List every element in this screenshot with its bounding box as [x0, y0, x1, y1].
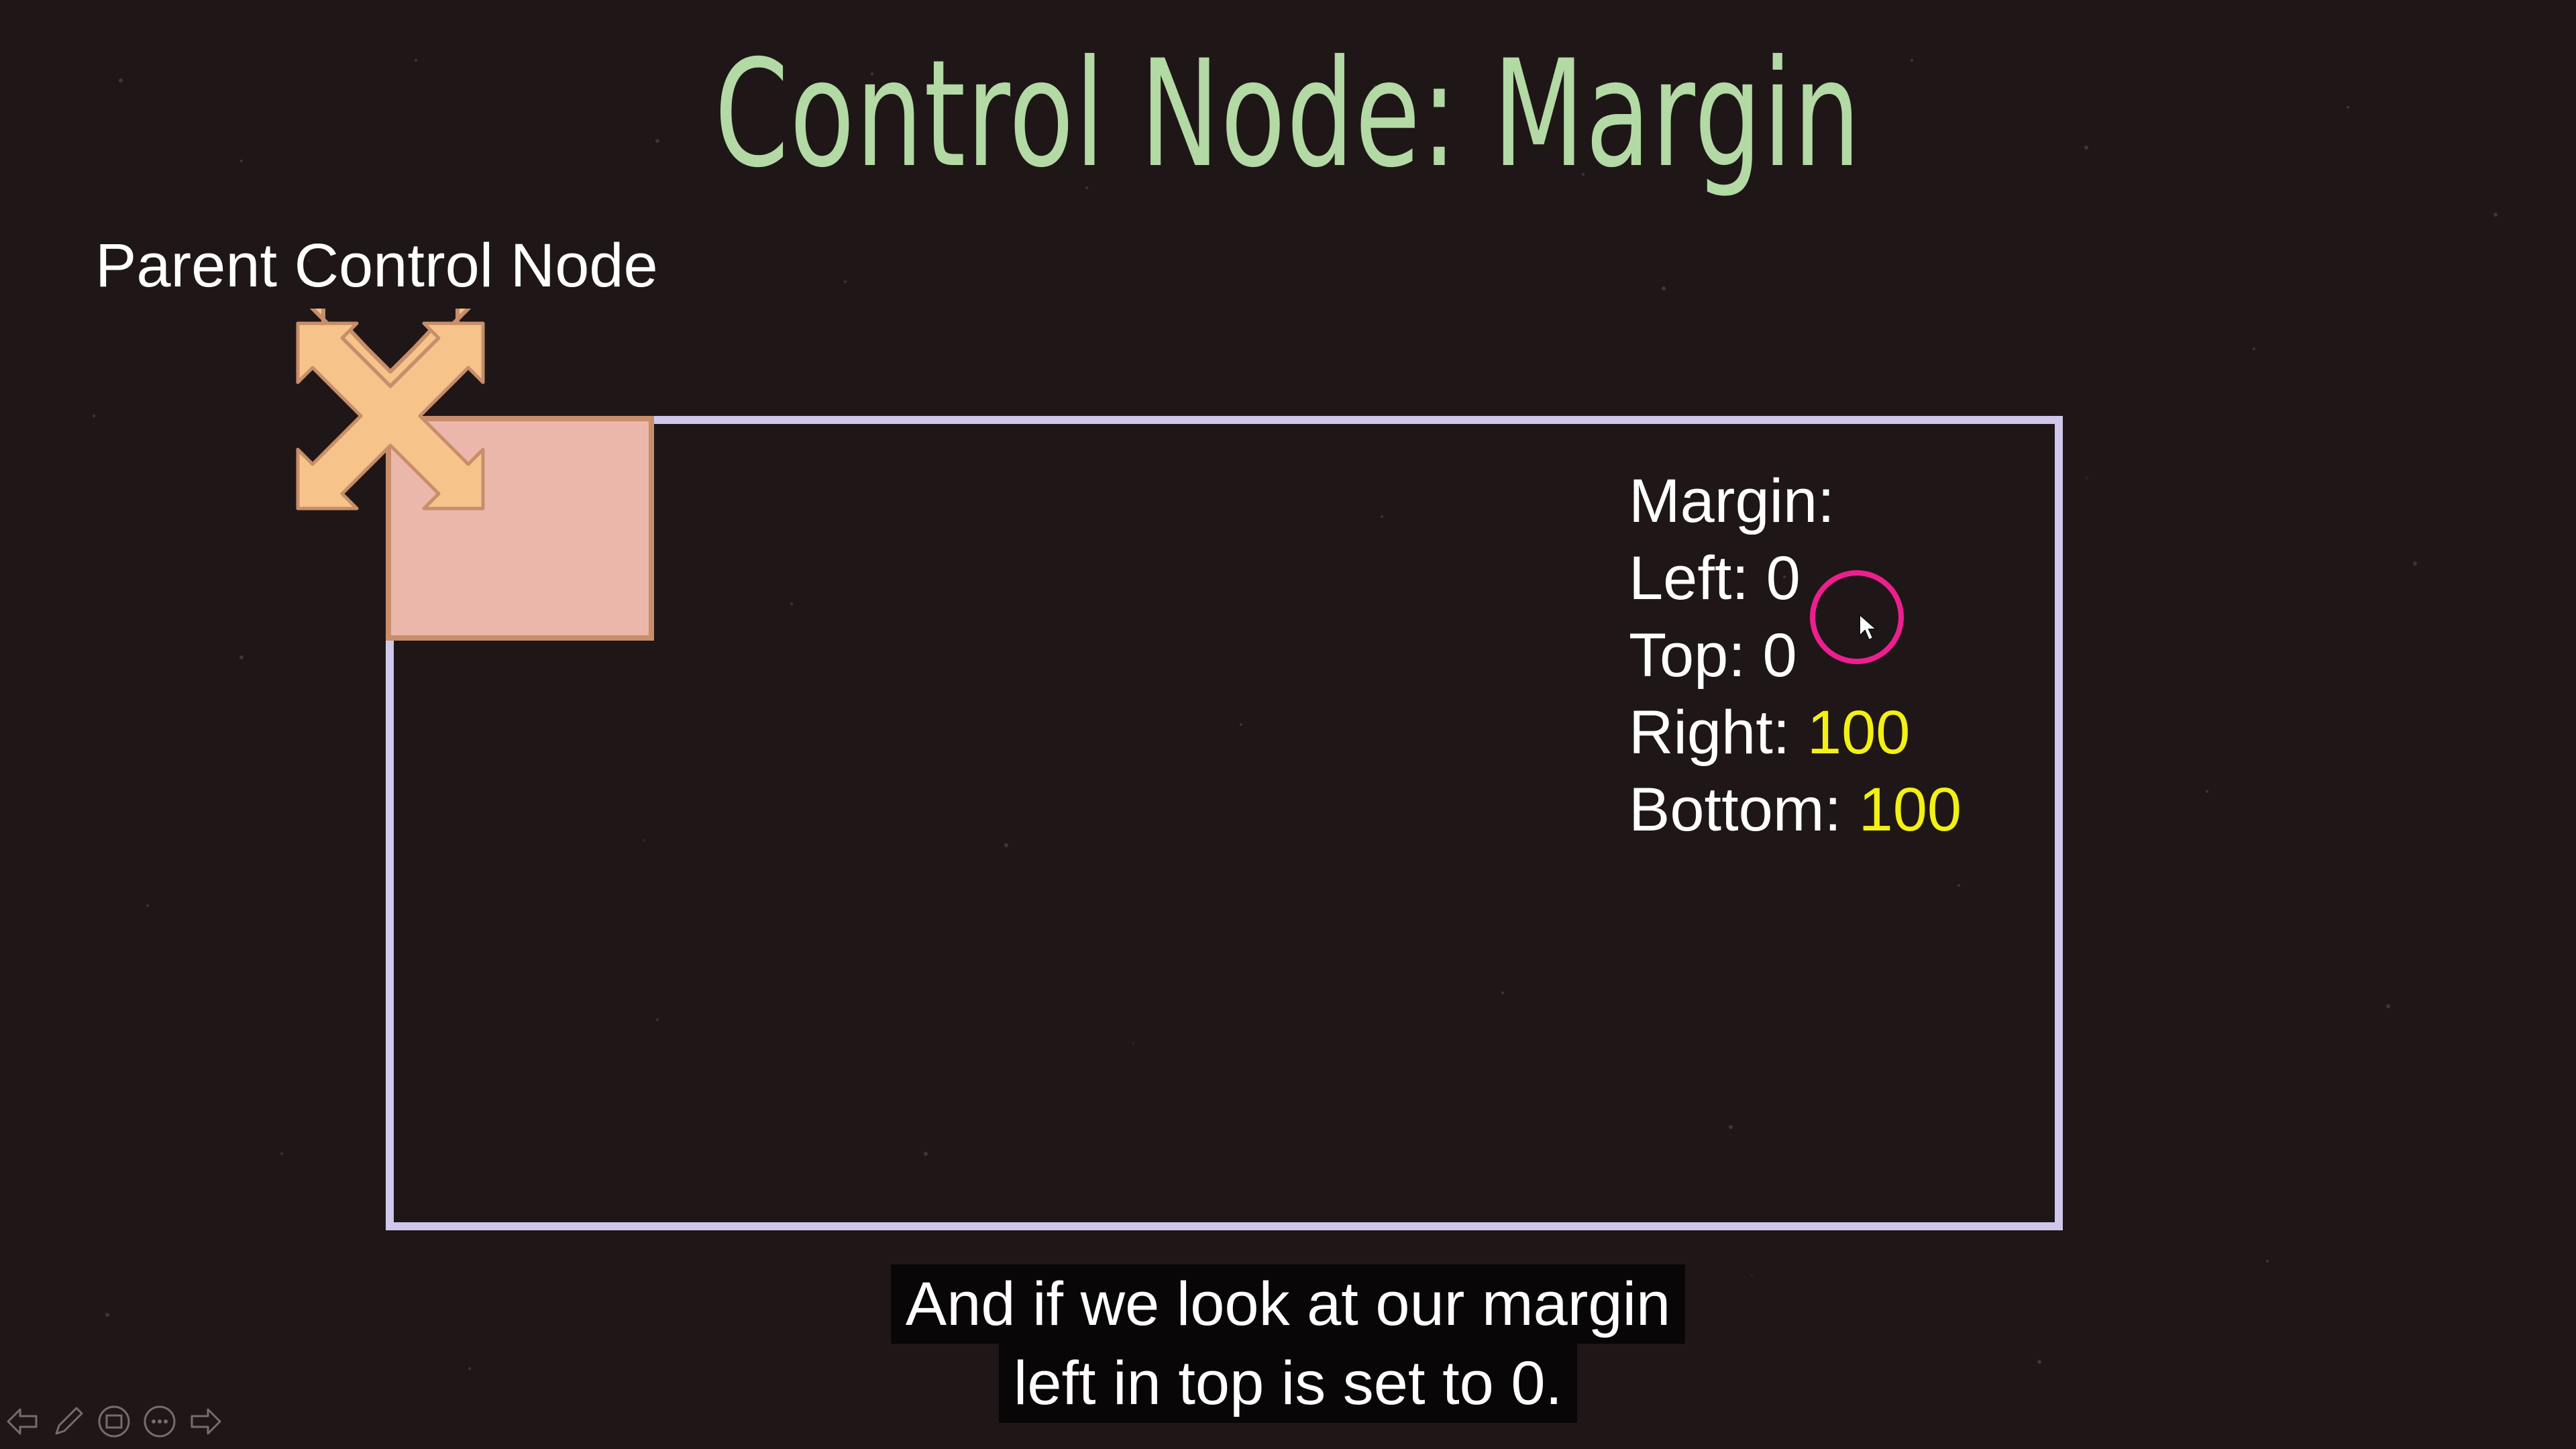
margin-right-row: Right: 100 — [1629, 694, 1962, 771]
more-icon[interactable] — [142, 1404, 177, 1439]
margin-top-row: Top: 0 — [1629, 617, 1962, 694]
margin-left-value: 0 — [1766, 544, 1801, 612]
margin-bottom-row: Bottom: 100 — [1629, 771, 1962, 849]
pen-icon[interactable] — [51, 1404, 86, 1439]
subtitle-line-2: left in top is set to 0. — [998, 1344, 1578, 1423]
margin-top-label: Top: — [1629, 621, 1746, 690]
margin-values-panel: Margin: Left: 0 Top: 0 Right: 100 Bottom… — [1629, 463, 1962, 849]
parent-control-frame — [386, 416, 2063, 1230]
margin-bottom-label: Bottom: — [1629, 775, 1842, 844]
subtitle-line-1: And if we look at our margin — [890, 1265, 1686, 1344]
slide-title: Control Node: Margin — [714, 28, 1862, 200]
margin-heading: Margin: — [1629, 467, 1835, 535]
margin-right-label: Right: — [1629, 698, 1790, 767]
slides-icon[interactable] — [97, 1404, 131, 1439]
cursor-highlight-ring — [1810, 570, 1904, 664]
move-arrows-icon — [296, 309, 485, 511]
mouse-pointer-icon — [1859, 613, 1878, 641]
parent-control-node-label: Parent Control Node — [95, 231, 658, 300]
margin-bottom-value: 100 — [1858, 775, 1962, 844]
margin-left-label: Left: — [1629, 544, 1750, 612]
previous-icon[interactable] — [5, 1404, 40, 1439]
margin-top-value: 0 — [1762, 621, 1797, 690]
slideshow-controls — [5, 1404, 223, 1439]
next-icon[interactable] — [188, 1404, 223, 1439]
margin-right-value: 100 — [1807, 698, 1911, 767]
subtitle-area: And if we look at our margin left in top… — [0, 1265, 2576, 1423]
margin-left-row: Left: 0 — [1629, 540, 1962, 617]
